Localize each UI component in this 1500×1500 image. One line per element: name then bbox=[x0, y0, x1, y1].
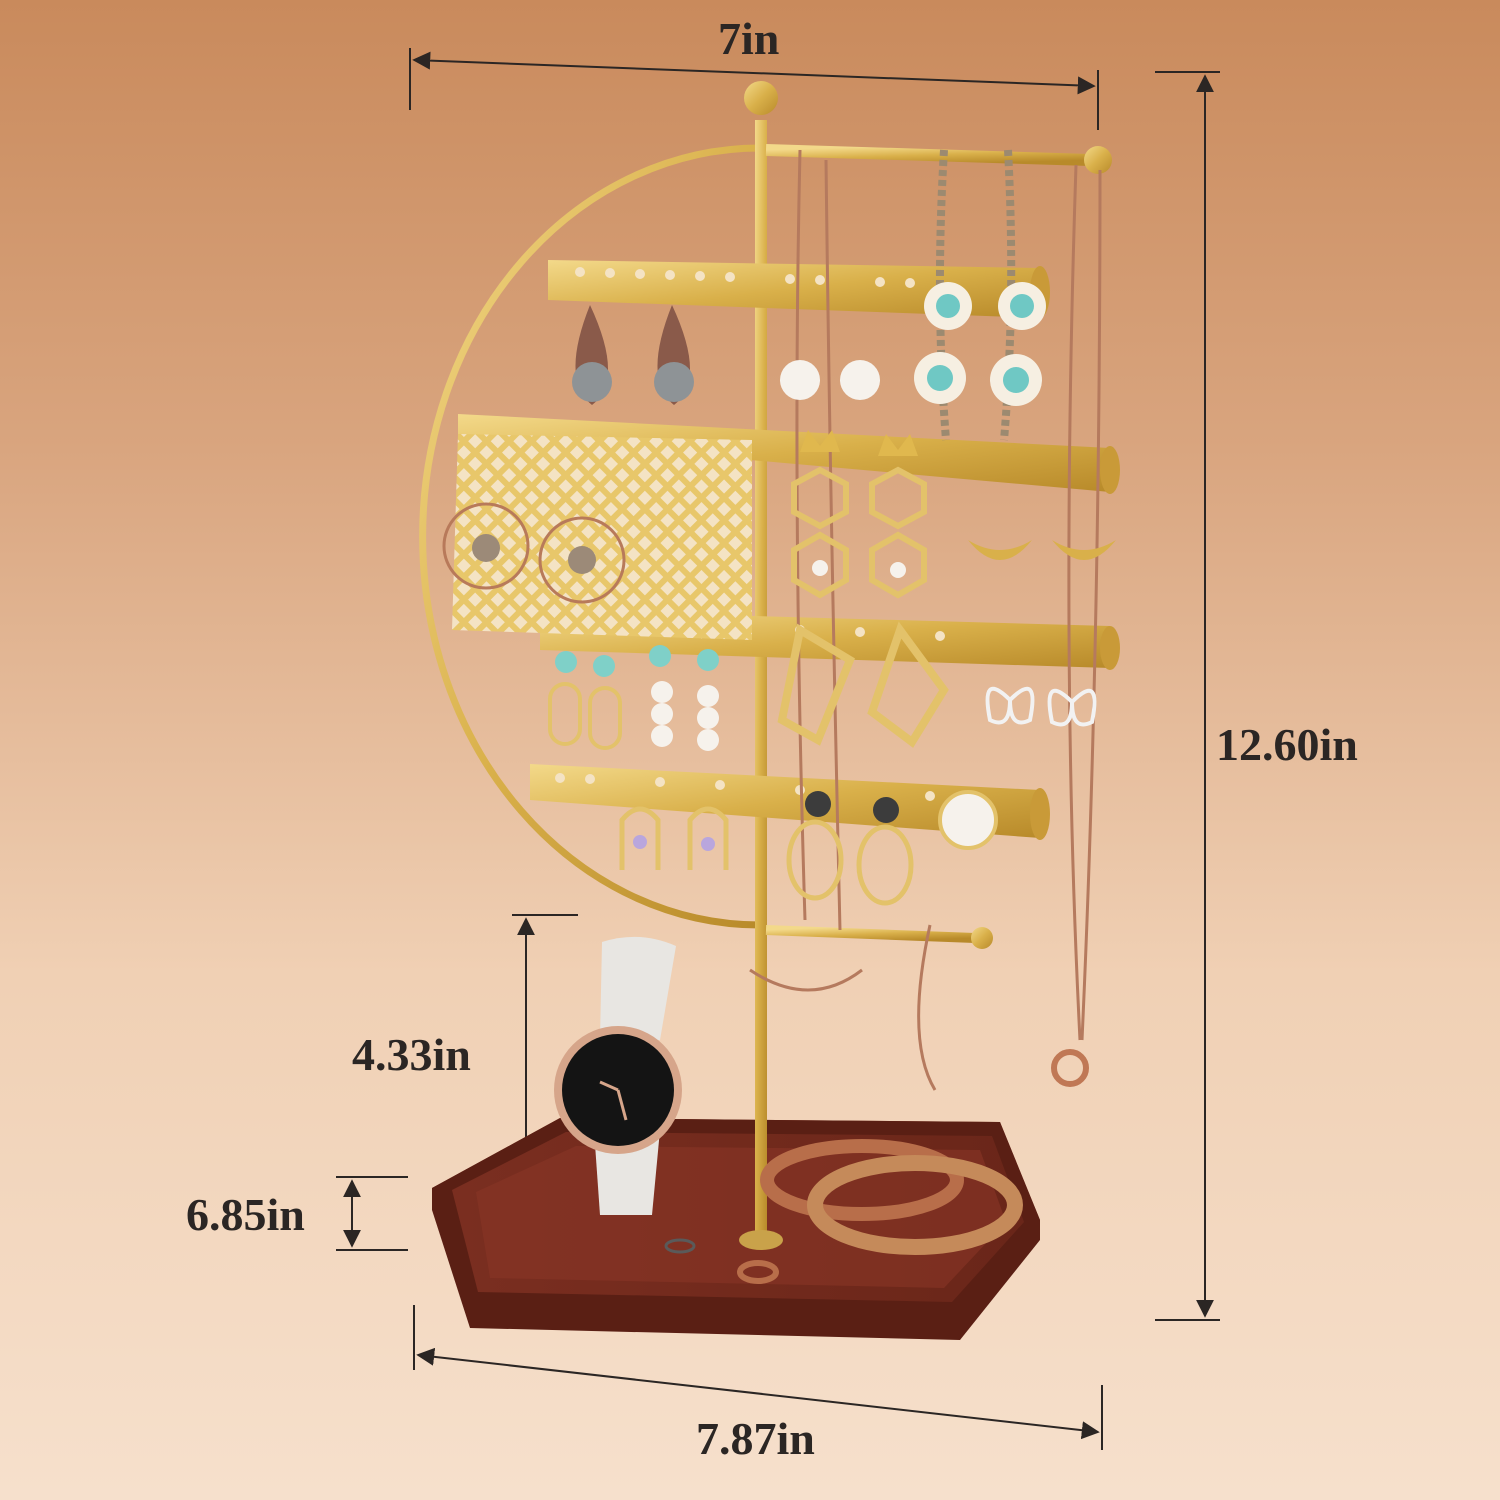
wooden-tray-icon bbox=[432, 1118, 1040, 1340]
ring-icon bbox=[664, 1238, 779, 1284]
bangle-icon bbox=[760, 1139, 1023, 1255]
earring-icon bbox=[442, 282, 1116, 906]
base-height-label: 6.85in bbox=[186, 1189, 305, 1240]
height-dimension-label: 12.60in bbox=[1216, 719, 1358, 770]
lower-bar-height-label: 4.33in bbox=[352, 1029, 471, 1080]
dimension-lines bbox=[336, 48, 1220, 1450]
gold-stand-icon bbox=[419, 81, 1120, 1250]
watch-icon bbox=[554, 936, 682, 1215]
width-dimension-label: 7in bbox=[718, 13, 780, 64]
base-width-label: 7.87in bbox=[696, 1413, 815, 1464]
